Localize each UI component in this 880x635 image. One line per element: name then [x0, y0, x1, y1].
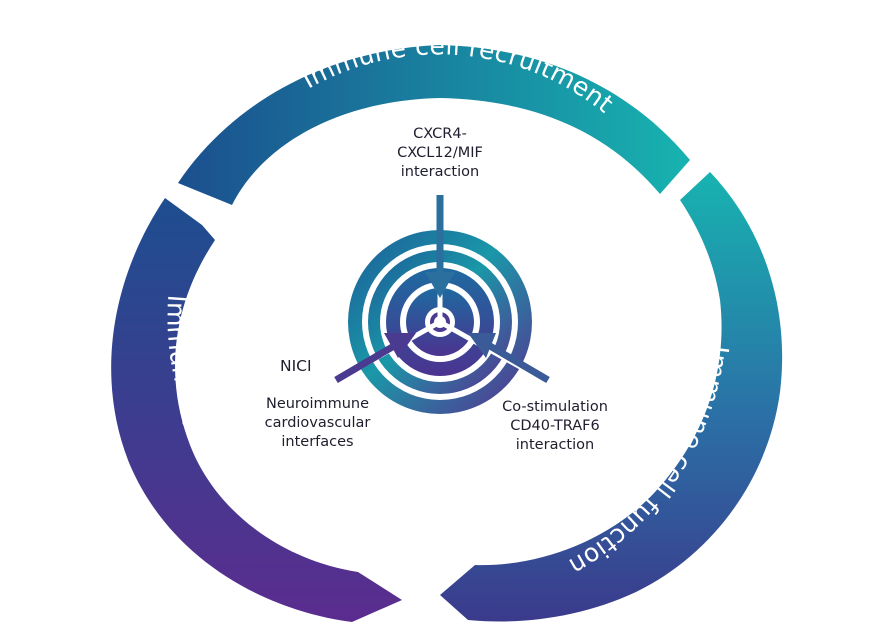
arrow-costimulation [468, 333, 550, 384]
label-neuroimmune-interfaces: Neuroimmune cardiovascular interfaces [264, 396, 371, 450]
arrow-nici [334, 333, 416, 384]
label-cxcr4-cxcl12-mif: CXCR4- CXCL12/MIF interaction [397, 126, 483, 180]
cycle-segment-control [111, 198, 402, 622]
label-co-stimulation-cd40-traf6: Co-stimulation CD40-TRAF6 interaction [502, 399, 608, 453]
cycle-segment-recruitment [178, 45, 690, 205]
central-hub [348, 228, 532, 414]
cycle-segment-function [440, 172, 783, 622]
arrow-cxcr4 [425, 195, 455, 298]
label-nici: NICI [280, 357, 312, 375]
